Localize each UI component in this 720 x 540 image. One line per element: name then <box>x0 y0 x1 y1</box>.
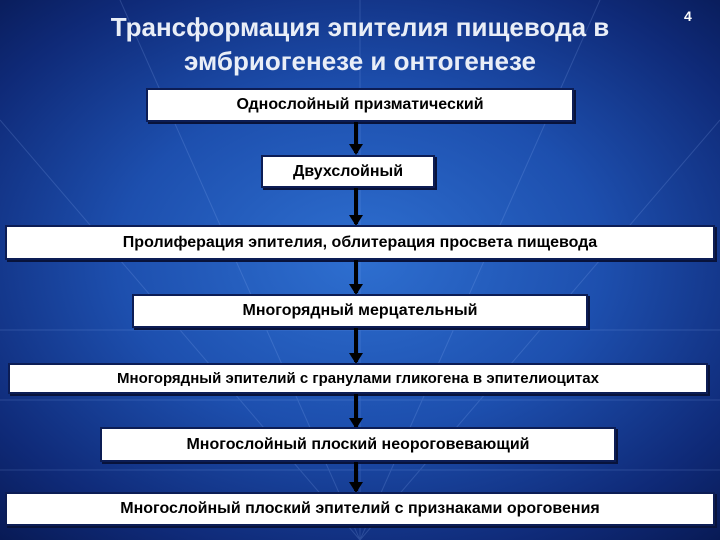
slide-title: Трансформация эпителия пищевода в эмбрио… <box>20 10 700 78</box>
slide-title-line-2: эмбриогенезе и онтогенезе <box>184 46 536 76</box>
arrow-down-3 <box>349 260 363 295</box>
step-box-5: Многорядный эпителий с гранулами гликоге… <box>8 363 708 394</box>
arrow-down-6 <box>349 462 363 493</box>
arrow-down-5 <box>349 394 363 429</box>
arrow-down-1 <box>349 122 363 155</box>
step-box-4: Многорядный мерцательный <box>132 294 588 328</box>
arrow-down-4 <box>349 328 363 364</box>
step-box-6: Многослойный плоский неороговевающий <box>100 427 616 462</box>
slide-title-line-1: Трансформация эпителия пищевода в <box>110 12 610 42</box>
slide-number: 4 <box>684 8 692 24</box>
arrow-down-2 <box>349 188 363 226</box>
step-box-3: Пролиферация эпителия, облитерация просв… <box>5 225 715 260</box>
step-box-2: Двухслойный <box>261 155 435 188</box>
step-box-1: Однослойный призматический <box>146 88 574 122</box>
step-box-7: Многослойный плоский эпителий с признака… <box>5 492 715 526</box>
